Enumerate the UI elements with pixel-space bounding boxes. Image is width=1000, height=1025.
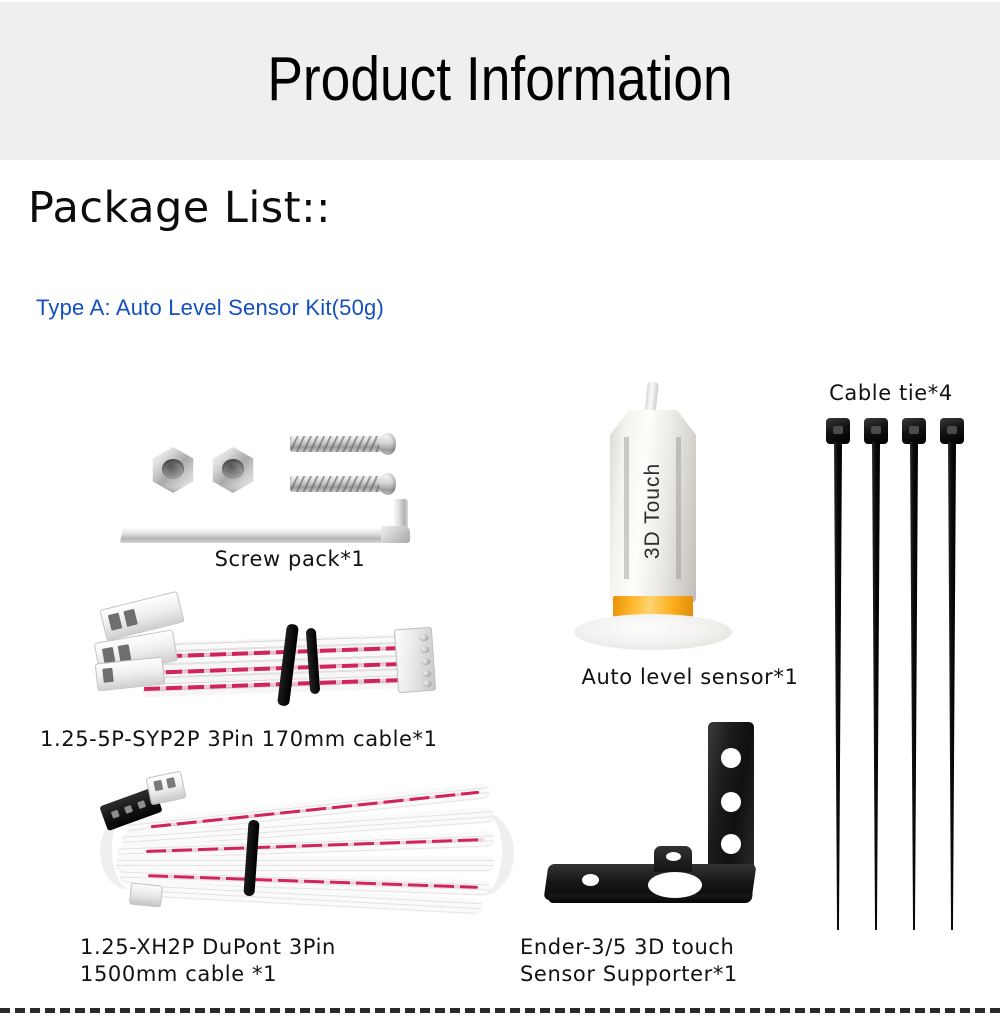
kit-type-label: Type A: Auto Level Sensor Kit(50g) [36, 295, 385, 320]
allen-key-icon [120, 499, 420, 545]
cable-ties-image [826, 418, 970, 930]
screw-icon [290, 433, 396, 455]
hex-nut-icon [210, 447, 256, 493]
sensor-supporter-caption: Ender-3/5 3D touch Sensor Supporter*1 [520, 935, 738, 986]
header-band [0, 2, 1000, 160]
cable-170mm-caption: 1.25-5P-SYP2P 3Pin 170mm cable*1 [40, 727, 438, 751]
auto-level-sensor-image: 3D Touch [562, 381, 792, 650]
cable-tie-icon [864, 418, 888, 930]
section-divider [0, 1008, 1000, 1013]
xh2p-connector-icon [128, 882, 164, 908]
jst-5pin-connector-icon [393, 626, 437, 694]
bracket-hole-small [582, 874, 599, 886]
bracket-tab [654, 846, 692, 872]
cable-tie-icon [902, 418, 926, 930]
cable-1500mm-caption: 1.25-XH2P DuPont 3Pin 1500mm cable *1 [80, 935, 336, 986]
auto-level-sensor-caption: Auto level sensor*1 [581, 665, 799, 689]
page-title: Product Information [267, 45, 733, 114]
hex-nut-icon [150, 447, 196, 493]
cable-170mm-image [93, 588, 466, 716]
screw-icon [290, 473, 396, 495]
cable-tie-caption: Cable tie*4 [829, 381, 953, 405]
screw-pack-image [120, 425, 440, 545]
bracket-vertical-arm [708, 722, 754, 874]
sensor-body [610, 410, 696, 602]
xh2p-connector-icon [145, 770, 187, 806]
package-list-heading: Package List:: [28, 183, 332, 233]
cable-tie-icon [826, 418, 850, 930]
screw-pack-caption: Screw pack*1 [214, 547, 366, 571]
sensor-supporter-image [543, 722, 776, 922]
bracket-hole-large [648, 872, 702, 898]
cable-tie-icon [940, 418, 964, 930]
sensor-base-disc [574, 614, 732, 650]
cable-1500mm-image [96, 770, 517, 924]
bracket-base-edge [547, 894, 753, 903]
